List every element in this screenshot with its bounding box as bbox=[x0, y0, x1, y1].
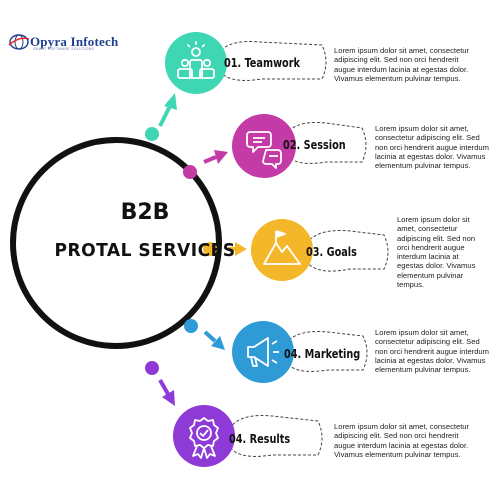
main-circle bbox=[10, 137, 222, 349]
callout-outline bbox=[213, 41, 327, 81]
step-desc-results: Lorem ipsum dolor sit amet, consectetur … bbox=[334, 422, 470, 459]
circle-dot-results bbox=[145, 361, 159, 375]
megaphone-icon bbox=[247, 337, 279, 367]
step-icon-circle bbox=[251, 219, 313, 281]
step-label-marketing: 04. Marketing bbox=[284, 347, 361, 361]
step-desc-session: Lorem ipsum dolor sit amet, consectetur … bbox=[375, 124, 489, 171]
step-desc-teamwork: Lorem ipsum dolor sit amet, consectetur … bbox=[334, 46, 470, 83]
step-label-teamwork: 01. Teamwork bbox=[224, 56, 300, 70]
circle-dot-session bbox=[183, 165, 197, 179]
step-label-goals: 03. Goals bbox=[306, 245, 357, 259]
center-title-line2: PROTAL SERVICES bbox=[54, 240, 236, 261]
callout-outline bbox=[281, 122, 367, 164]
circle-dot-goals bbox=[203, 242, 217, 256]
center-title-line1: B2B bbox=[120, 200, 170, 225]
arrow-goals bbox=[228, 242, 247, 256]
step-desc-marketing: Lorem ipsum dolor sit amet, consectetur … bbox=[375, 328, 489, 375]
arrow-teamwork bbox=[158, 93, 177, 127]
step-marketing bbox=[232, 321, 368, 383]
arrow-session bbox=[203, 150, 228, 164]
logo-globe-icon bbox=[8, 34, 30, 50]
award-badge-icon bbox=[189, 417, 219, 459]
circle-dot-marketing bbox=[184, 319, 198, 333]
step-label-results: 04. Results bbox=[229, 432, 291, 446]
step-goals bbox=[251, 219, 389, 281]
chat-icon bbox=[246, 131, 282, 169]
callout-outline bbox=[225, 415, 323, 457]
arrow-marketing bbox=[203, 330, 225, 350]
mountain-flag-icon bbox=[263, 230, 301, 265]
step-icon-circle bbox=[232, 321, 294, 383]
arrow-results bbox=[158, 379, 175, 406]
step-label-session: 02. Session bbox=[283, 138, 346, 152]
logo-name: Opyra Infotech bbox=[30, 34, 119, 49]
circle-dot-teamwork bbox=[145, 127, 159, 141]
team-icon bbox=[177, 41, 215, 79]
step-desc-goals: Lorem ipsum dolor sit amet, consectetur … bbox=[397, 215, 476, 290]
callout-outline bbox=[302, 230, 389, 272]
logo-tagline: SMART SOFTWARE SOLUTIONS bbox=[33, 47, 95, 51]
company-logo: Opyra Infotech SMART SOFTWARE SOLUTIONS bbox=[8, 32, 118, 52]
